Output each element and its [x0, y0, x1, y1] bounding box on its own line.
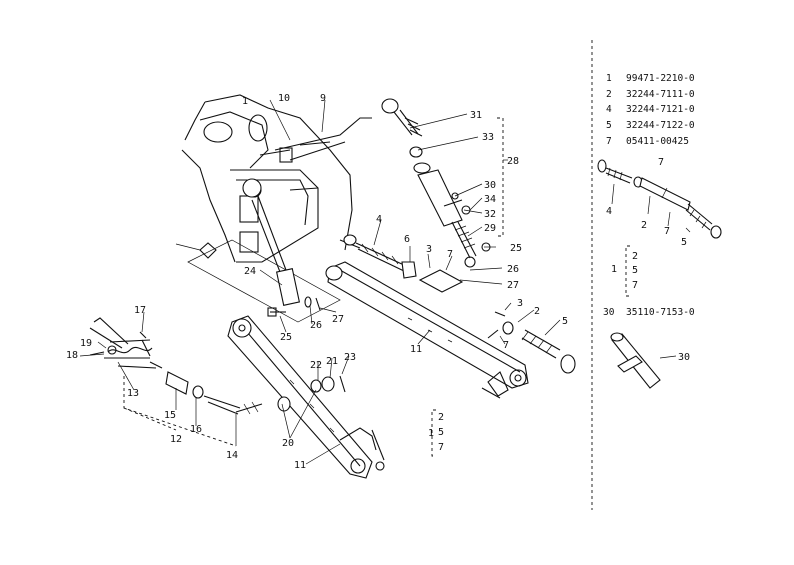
- callout-13: 13: [127, 388, 139, 399]
- callout-24: 24: [244, 266, 256, 277]
- inset-group-label: 1: [611, 264, 617, 275]
- callout-labels: 1 10 9 31 33 28 30 34 32 29 25 4 6 3 7 2…: [66, 93, 568, 471]
- inset-callout-30: 30: [678, 352, 690, 363]
- bottom-group-item-5: 5: [438, 427, 444, 438]
- callout-10: 10: [278, 93, 290, 104]
- callout-23: 23: [344, 352, 356, 363]
- callout-32: 32: [484, 209, 496, 220]
- callout-31: 31: [470, 110, 482, 121]
- inset-group-item-7: 7: [632, 280, 638, 291]
- legend-no-4: 4: [606, 104, 612, 115]
- check-chain-assembly: [89, 317, 263, 415]
- bottom-group-label: 1: [428, 428, 434, 439]
- callout-18: 18: [66, 350, 78, 361]
- callout-34: 34: [484, 194, 496, 205]
- callout-29: 29: [484, 223, 496, 234]
- left-lower-link: [227, 315, 385, 479]
- callout-12: 12: [170, 434, 182, 445]
- legend-part-1: 99471-2210-0: [626, 73, 695, 84]
- leader-lines: [79, 40, 593, 510]
- callout-21: 21: [326, 356, 338, 367]
- inset-callout-7-top: 7: [658, 157, 664, 168]
- callout-17: 17: [134, 305, 146, 316]
- legend-part-7: 05411-00425: [626, 136, 689, 147]
- callout-5: 5: [562, 316, 568, 327]
- inset-callout-5: 5: [681, 237, 687, 248]
- legend-no-2: 2: [606, 89, 612, 100]
- callout-27-top: 27: [507, 280, 519, 291]
- bottom-group-item-7: 7: [438, 442, 444, 453]
- inset-callout-2: 2: [641, 220, 647, 231]
- callout-7-right: 7: [503, 340, 509, 351]
- callout-1: 1: [242, 96, 248, 107]
- legend-no-1: 1: [606, 73, 612, 84]
- callout-15: 15: [164, 410, 176, 421]
- right-lower-link: [325, 234, 576, 399]
- legend-part-30: 35110-7153-0: [626, 307, 695, 318]
- lift-rod-assembly: [242, 178, 321, 317]
- callout-20: 20: [282, 438, 294, 449]
- inset-tool-drawing: [610, 332, 677, 389]
- callout-27-bottom: 27: [332, 314, 344, 325]
- callout-33: 33: [482, 132, 494, 143]
- legend-part-4: 32244-7121-0: [626, 104, 695, 115]
- callout-16: 16: [190, 424, 202, 435]
- legend-part-2: 32244-7111-0: [626, 89, 695, 100]
- inset-callout-7-mid: 7: [664, 226, 670, 237]
- callout-22: 22: [310, 360, 322, 371]
- callout-6: 6: [404, 234, 410, 245]
- callout-11-right: 11: [410, 344, 422, 355]
- callout-26-top: 26: [507, 264, 519, 275]
- callout-9: 9: [320, 93, 326, 104]
- callout-25-top: 25: [510, 243, 522, 254]
- callout-19: 19: [80, 338, 92, 349]
- legend-no-7: 7: [606, 136, 612, 147]
- callout-28: 28: [507, 156, 519, 167]
- inset-top-link-drawing: [597, 159, 722, 297]
- callout-25-bottom: 25: [280, 332, 292, 343]
- callout-4: 4: [376, 214, 382, 225]
- top-link-assembly: [381, 98, 491, 268]
- inset-group-item-2: 2: [632, 251, 638, 262]
- callout-7-top: 7: [447, 249, 453, 260]
- inset-group-item-5: 5: [632, 265, 638, 276]
- callout-11-bottom: 11: [294, 460, 306, 471]
- parts-legend: 1 99471-2210-0 2 32244-7111-0 4 32244-71…: [603, 73, 695, 363]
- inset-callout-4: 4: [606, 206, 612, 217]
- callout-3-right: 3: [517, 298, 523, 309]
- legend-part-5: 32244-7122-0: [626, 120, 695, 131]
- callout-3-top: 3: [426, 244, 432, 255]
- callout-30: 30: [484, 180, 496, 191]
- callout-2: 2: [534, 306, 540, 317]
- callout-26-bottom: 26: [310, 320, 322, 331]
- bottom-group-item-2: 2: [438, 412, 444, 423]
- callout-14: 14: [226, 450, 238, 461]
- legend-no-5: 5: [606, 120, 612, 131]
- legend-no-30: 30: [603, 307, 615, 318]
